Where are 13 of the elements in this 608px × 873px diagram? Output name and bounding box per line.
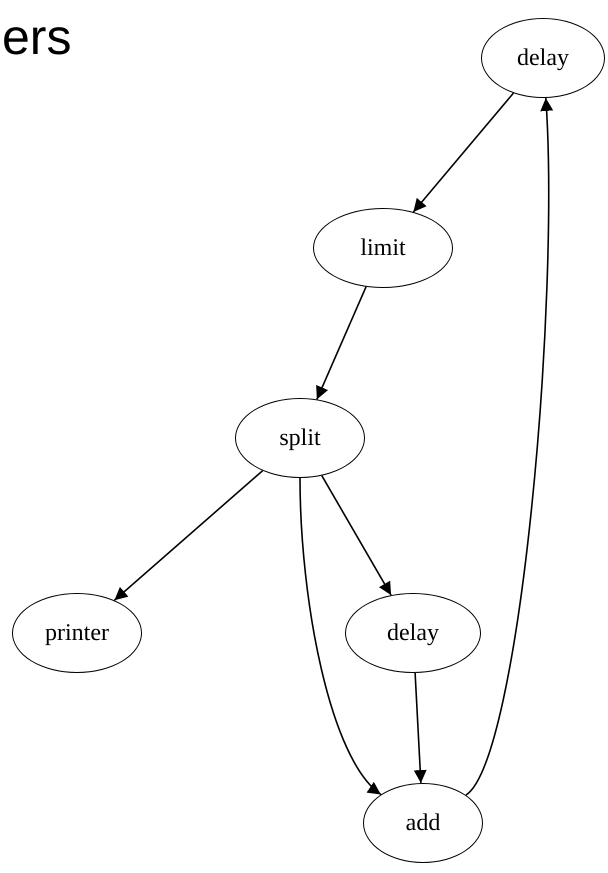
arrow: [465, 98, 553, 796]
node-label: split: [279, 424, 321, 452]
node-label: printer: [45, 620, 109, 646]
arrow: [321, 475, 392, 596]
arrow: [414, 672, 427, 784]
node-label: limit: [360, 234, 406, 262]
arrow: [316, 286, 367, 400]
node-label: delay: [387, 620, 439, 646]
node-label: delay: [517, 44, 569, 72]
node-label: add: [406, 810, 440, 836]
arrow: [114, 470, 264, 601]
arrow: [412, 92, 514, 212]
title: ers: [2, 12, 72, 62]
